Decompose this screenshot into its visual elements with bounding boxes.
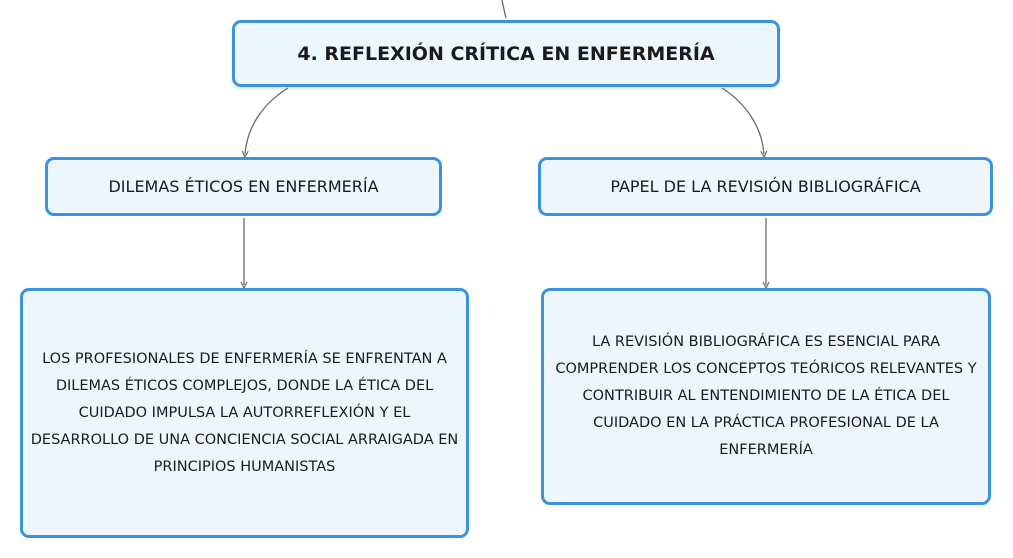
detail-revision-bibliografica[interactable]: LA REVISIÓN BIBLIOGRÁFICA ES ESENCIAL PA… [541,288,991,505]
connector-root-to-dilemas [245,87,289,154]
connector-root-to-revision [721,87,764,154]
subtopic-dilemas-eticos-title: DILEMAS ÉTICOS EN ENFERMERÍA [108,177,379,196]
root-topic-node[interactable]: 4. REFLEXIÓN CRÍTICA EN ENFERMERÍA [232,20,780,87]
subtopic-dilemas-eticos[interactable]: DILEMAS ÉTICOS EN ENFERMERÍA [45,157,442,216]
subtopic-revision-bibliografica-title: PAPEL DE LA REVISIÓN BIBLIOGRÁFICA [610,177,921,196]
detail-revision-bibliografica-text: LA REVISIÓN BIBLIOGRÁFICA ES ESENCIAL PA… [555,334,977,458]
root-topic-title: 4. REFLEXIÓN CRÍTICA EN ENFERMERÍA [297,42,715,65]
subtopic-revision-bibliografica[interactable]: PAPEL DE LA REVISIÓN BIBLIOGRÁFICA [538,157,993,216]
detail-dilemas-eticos[interactable]: LOS PROFESIONALES DE ENFERMERÍA SE ENFRE… [20,288,469,538]
connector-parent-to-root [501,0,507,19]
detail-dilemas-eticos-text: LOS PROFESIONALES DE ENFERMERÍA SE ENFRE… [30,350,459,475]
